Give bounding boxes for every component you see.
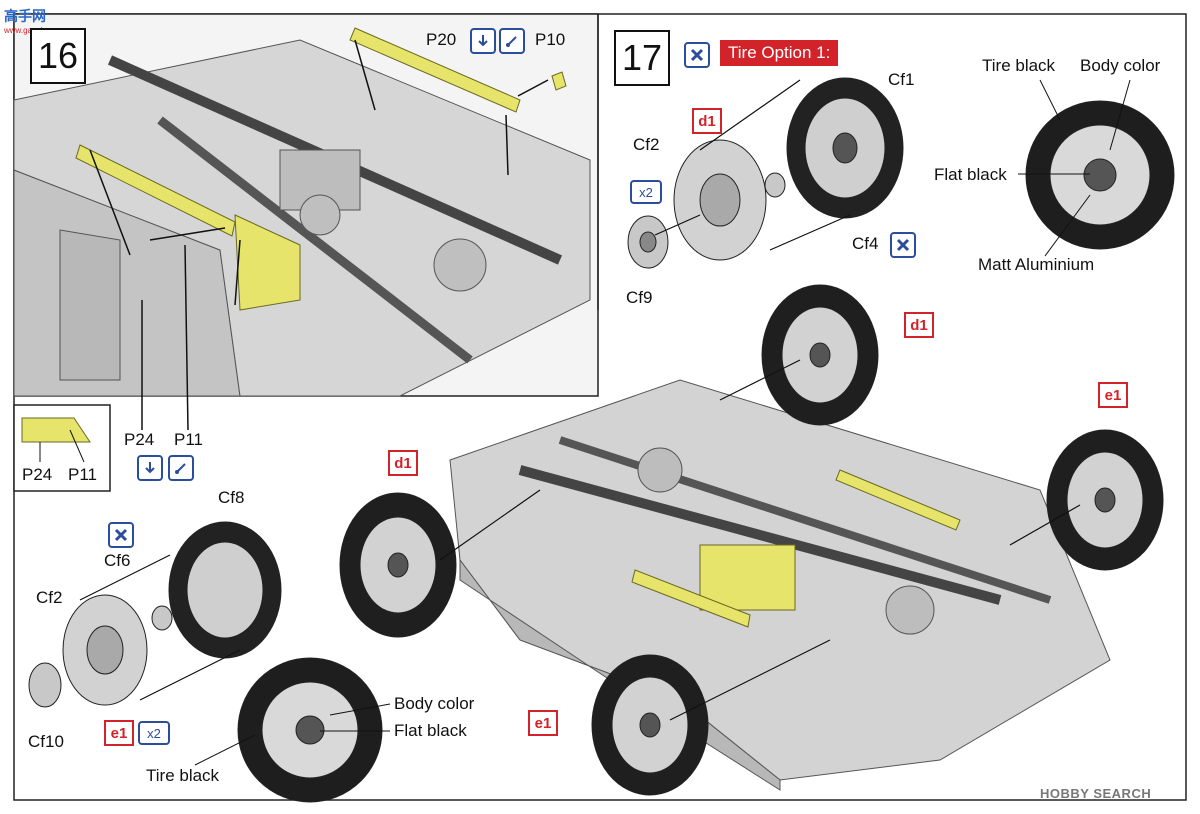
main-arrows xyxy=(439,359,1081,721)
label-p24: P24 xyxy=(124,430,155,449)
optional-cross-icon-3 xyxy=(108,522,134,548)
label-cf1: Cf1 xyxy=(888,70,915,89)
tag-e1-right: e1 xyxy=(1098,382,1128,408)
label-p20: P20 xyxy=(426,30,457,49)
label-p11: P11 xyxy=(174,430,203,449)
tag-d1-step17: d1 xyxy=(692,108,722,134)
tag-d1-left: d1 xyxy=(388,450,418,476)
tag-d1-top: d1 xyxy=(904,312,934,338)
label-p10: P10 xyxy=(535,30,566,49)
paint-tire-black-bottom: Tire black xyxy=(146,766,220,785)
step-17-number: 17 xyxy=(614,30,670,86)
watermark-cn: 高手网 xyxy=(4,8,46,24)
step16-arrows xyxy=(89,39,549,431)
paint-matt-aluminium-top: Matt Aluminium xyxy=(978,255,1095,274)
step17-wheel xyxy=(627,77,904,269)
tire-option-1-banner: Tire Option 1: xyxy=(720,40,839,66)
label-cf9: Cf9 xyxy=(626,288,653,307)
paint-body-color-bottom: Body color xyxy=(394,694,475,713)
optional-cross-icon-2 xyxy=(890,232,916,258)
main-wheel-left xyxy=(339,492,457,638)
step-16-number: 16 xyxy=(30,28,86,84)
label-cf2-option2: Cf2 xyxy=(36,588,63,607)
paint-body-color-top: Body color xyxy=(1080,56,1161,75)
painted-wheel-bottom xyxy=(237,657,383,803)
step17-arrows xyxy=(654,79,851,251)
option2-arrows xyxy=(79,554,241,701)
label-cf2: Cf2 xyxy=(633,135,660,154)
painted-wheel-top-leaders xyxy=(1018,79,1131,257)
painted-wheel-top xyxy=(1025,100,1175,250)
cement-brush-icon xyxy=(499,28,525,54)
paint-tire-black-top: Tire black xyxy=(982,56,1056,75)
cement-brush-icon-2 xyxy=(168,455,194,481)
label-cf8: Cf8 xyxy=(218,488,245,507)
glue-down-icon xyxy=(470,28,496,54)
painted-wheel-bottom-leaders xyxy=(194,703,391,766)
main-wheel-top xyxy=(761,284,879,426)
paint-flat-black-top: Flat black xyxy=(934,165,1007,184)
optional-cross-icon xyxy=(684,42,710,68)
main-wheel-right xyxy=(1046,429,1164,571)
label-cf6: Cf6 xyxy=(104,551,131,570)
label-cf4: Cf4 xyxy=(852,234,879,253)
tag-e1-bottom: e1 xyxy=(528,710,558,736)
glue-down-icon-2 xyxy=(137,455,163,481)
paint-flat-black-bottom: Flat black xyxy=(394,721,467,740)
tag-x2-step17: x2 xyxy=(630,180,662,204)
tag-e1-option2: e1 xyxy=(104,720,134,746)
step16-chassis xyxy=(13,39,591,397)
inset-label-p11: P11 xyxy=(68,465,97,484)
main-wheel-bottom xyxy=(591,654,709,796)
step16-yellow-parts xyxy=(75,27,567,311)
hobby-search-watermark: HOBBY SEARCH xyxy=(1040,786,1152,801)
inset-label-p24: P24 xyxy=(22,465,53,484)
option2-wheel xyxy=(28,521,282,708)
label-cf10: Cf10 xyxy=(28,732,64,751)
tag-x2-option2: x2 xyxy=(138,721,170,745)
